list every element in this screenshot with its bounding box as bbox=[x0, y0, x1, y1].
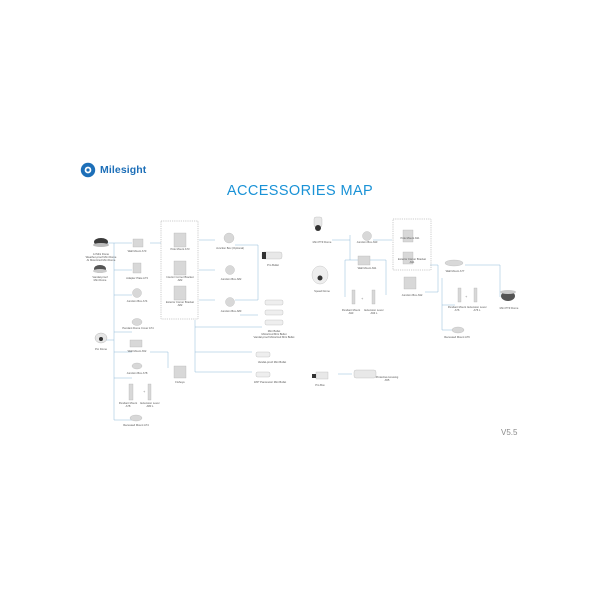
recessed-mount-a76-icon bbox=[451, 326, 465, 334]
label-junction-box-a82: Junction Box A82 bbox=[220, 278, 242, 281]
label-pole-mount-a91: Pole Mount A91 bbox=[400, 237, 420, 240]
exterior-corner-icon bbox=[173, 285, 187, 301]
label-recessed-mount-a74: Recessed Mount A74 bbox=[123, 424, 149, 427]
svg-text:+: + bbox=[143, 389, 146, 394]
pro-box-icon bbox=[312, 371, 329, 380]
label-junction-box-a93: Junction Box A93 bbox=[356, 241, 378, 244]
label-wall-mount-a77: Wall Mount A77 bbox=[445, 270, 465, 273]
version-label: V5.5 bbox=[501, 428, 518, 437]
label-extension-lever-a76: Extension Lever A76 L bbox=[467, 306, 487, 313]
mini-dome-icon bbox=[93, 238, 109, 247]
pendant-mount-a78-icon bbox=[128, 383, 134, 401]
pole-mount-a73-icon bbox=[173, 232, 187, 248]
label-wall-mount-a73: Wall Mount A73 bbox=[127, 250, 147, 253]
pendant-dome-cover-icon bbox=[131, 318, 143, 326]
label-pendant-dome-cover: Pendant Dome Cover A74 bbox=[122, 327, 154, 330]
junction-box-optional-icon bbox=[223, 232, 235, 244]
label-interior-corner: Interior Corner Bracket A82 bbox=[166, 276, 194, 283]
wall-mount-a91-icon bbox=[357, 255, 371, 266]
mini-ptz-dome-icon bbox=[313, 216, 323, 231]
label-mini-ptz-dome-2: Mini PTZ Dome bbox=[499, 307, 519, 310]
recessed-mount-a74-icon bbox=[129, 414, 143, 422]
label-mini-bullet: Mini Bullet Motorized Mini Bullet Vandal… bbox=[253, 330, 295, 340]
interior-corner-icon bbox=[173, 260, 187, 276]
label-junction-box-optional: Junction Box (Optional) bbox=[216, 247, 244, 250]
svg-text:+: + bbox=[465, 294, 468, 299]
wall-mount-a52-icon bbox=[129, 339, 143, 348]
junction-box-a78-icon bbox=[131, 362, 143, 370]
junction-box-a74-icon bbox=[132, 288, 142, 298]
label-exterior-corner: Exterior Corner Bracket A82 bbox=[165, 301, 195, 308]
label-mini-dome: AI Mini Dome Weather-proof Mini Dome AI … bbox=[85, 253, 117, 263]
label-pro-dome: Pro Dome bbox=[94, 348, 108, 351]
junction-box-a83-icon bbox=[225, 297, 235, 307]
label-extension-lever-a93: Extension Lever A93 L bbox=[364, 309, 384, 316]
pendant-mount-a93-icon bbox=[351, 289, 356, 305]
vandal-mini-bullet-icon bbox=[255, 351, 271, 358]
label-extension-lever-a80: Extension Lever A80 L bbox=[140, 402, 160, 409]
label-exterior-corner-a91: Exterior Corner Bracket A91 bbox=[397, 258, 427, 265]
pro-bullet-icon bbox=[261, 251, 283, 260]
label-mini-ptz-dome: Mini PTZ Dome bbox=[312, 241, 332, 244]
panoramic-mini-bullet-icon bbox=[255, 371, 271, 378]
mini-ptz-dome-2-icon bbox=[500, 290, 516, 301]
wall-mount-a77-icon bbox=[444, 259, 464, 267]
label-junction-box-a74: Junction Box A74 bbox=[126, 300, 148, 303]
fisheye-icon bbox=[173, 365, 187, 379]
speed-dome-icon bbox=[311, 265, 329, 285]
label-pendant-mount-a78: Pendant Mount A78 bbox=[118, 402, 138, 409]
vandal-dome-icon bbox=[93, 265, 107, 273]
page-title: ACCESSORIES MAP bbox=[226, 183, 374, 199]
label-adapter-plate-a73: Adapter Plate A73 bbox=[126, 277, 148, 280]
label-pole-mount-a73: Pole Mount A73 bbox=[170, 248, 190, 251]
label-wall-mount-a91: Wall Mount A91 bbox=[357, 267, 377, 270]
brand-logo: Milesight bbox=[80, 162, 146, 178]
brand-name: Milesight bbox=[100, 164, 147, 176]
exterior-corner-a91-icon bbox=[402, 251, 414, 265]
pole-mount-a91-icon bbox=[402, 229, 414, 243]
extension-lever-icon bbox=[147, 383, 152, 401]
adapter-plate-a73-icon bbox=[132, 262, 142, 274]
label-speed-dome: Speed Dome bbox=[314, 290, 330, 293]
label-pendant-mount-a76: Pendant Mount A76 bbox=[447, 306, 467, 313]
label-protective-housing: Protective Housing A55 bbox=[375, 376, 399, 383]
label-junction-box-a83: Junction Box A83 bbox=[220, 310, 242, 313]
label-pro-box: Pro Box bbox=[315, 384, 325, 387]
label-junction-box-a92: Junction Box A92 bbox=[401, 294, 423, 297]
label-vandal-mini-bullet: Vandal-proof Mini Bullet bbox=[257, 361, 287, 364]
junction-box-a82-icon bbox=[225, 265, 235, 275]
milesight-logo-icon bbox=[80, 162, 96, 178]
label-pendant-mount-a93: Pendant Mount A93 bbox=[341, 309, 361, 316]
label-vandal-dome: Vandal-proof Mini Dome bbox=[92, 276, 108, 283]
label-fisheye: Fisheye bbox=[175, 381, 185, 384]
protective-housing-icon bbox=[353, 369, 377, 379]
label-pro-bullet: Pro Bullet bbox=[267, 264, 279, 267]
label-recessed-mount-a76: Recessed Mount A76 bbox=[444, 336, 470, 339]
extension-lever-a76-icon bbox=[473, 287, 478, 303]
pro-dome-icon bbox=[94, 332, 108, 344]
svg-text:+: + bbox=[361, 296, 364, 301]
junction-box-a93-icon bbox=[362, 231, 372, 241]
label-panoramic-mini-bullet: 180° Panoramic Mini Bullet bbox=[253, 381, 287, 384]
label-wall-mount-a52: Wall Mount A52 bbox=[127, 350, 147, 353]
wall-mount-a73-icon bbox=[132, 238, 144, 248]
mini-bullet-icon bbox=[264, 299, 284, 326]
label-junction-box-a78: Junction Box A78 bbox=[126, 372, 148, 375]
junction-box-a92-icon bbox=[403, 276, 417, 290]
extension-lever-a93-icon bbox=[371, 289, 376, 305]
pendant-mount-a76-icon bbox=[457, 287, 462, 303]
